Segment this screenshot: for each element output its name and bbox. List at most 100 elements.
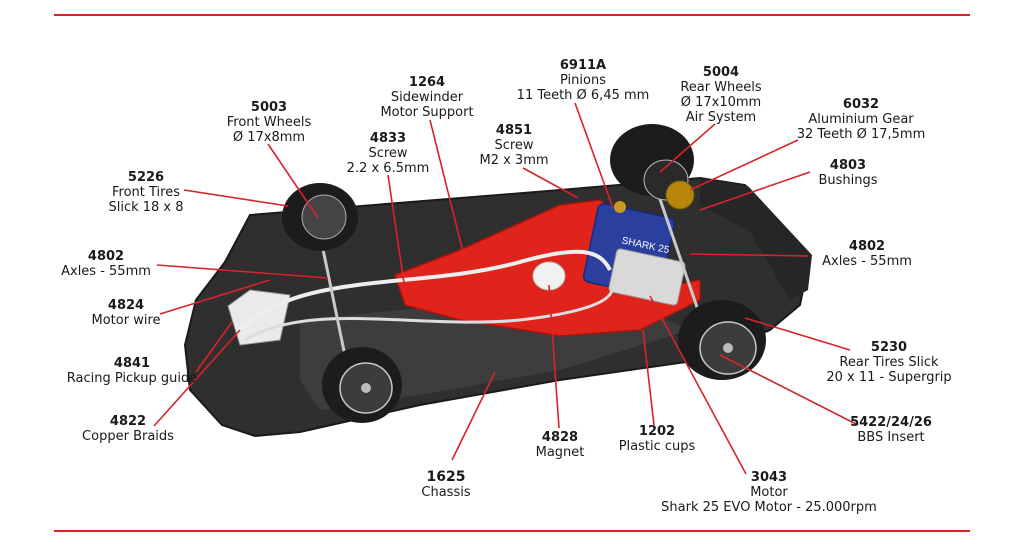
pinion-shape: [614, 201, 626, 213]
part-label-4802-rear: 4802 Axles - 55mm: [822, 239, 912, 269]
part-code: 4828: [541, 430, 579, 445]
leader-1625: [451, 371, 496, 461]
guide-flag: [227, 289, 291, 346]
leader-4824: [159, 279, 271, 315]
part-desc: Axles - 55mm: [822, 254, 912, 269]
part-desc: BBS Insert: [857, 430, 925, 445]
crown-gear-shape: [665, 180, 695, 210]
part-desc: 32 Teeth Ø 17,5mm: [796, 127, 926, 142]
part-code: 4841: [113, 356, 151, 371]
part-code: 6032: [842, 97, 880, 112]
leader-5230: [744, 317, 851, 351]
part-label-1625: 1625 Chassis: [421, 469, 471, 501]
part-label-6032: 6032 Aluminium Gear 32 Teeth Ø 17,5mm: [797, 97, 926, 142]
part-code: 1202: [638, 424, 676, 439]
part-desc: Racing Pickup guide: [66, 371, 198, 386]
part-code: 4851: [495, 123, 533, 138]
part-code: 5226: [127, 170, 165, 185]
part-code: 5230: [870, 340, 908, 355]
part-label-5422-24-26: 5422/24/26 BBS Insert: [850, 415, 932, 445]
part-desc: Screw: [368, 146, 408, 161]
leader-6911A: [574, 102, 614, 209]
part-desc: Ø 17x8mm: [232, 130, 306, 145]
part-desc: Rear Wheels: [680, 80, 762, 95]
part-code: 4802: [848, 239, 886, 254]
part-desc: Front Tires: [112, 185, 180, 200]
part-label-5003: 5003 Front Wheels Ø 17x8mm: [227, 100, 312, 145]
part-label-5004: 5004 Rear Wheels Ø 17x10mm Air System: [680, 65, 761, 125]
part-label-4833: 4833 Screw 2.2 x 6.5mm: [347, 131, 430, 176]
rear-right-wheel: [678, 300, 766, 380]
part-label-5226: 5226 Front Tires Slick 18 x 8: [108, 170, 183, 215]
part-label-1202: 1202 Plastic cups: [619, 424, 696, 454]
leader-lines: [153, 102, 859, 475]
part-desc: Rear Tires Slick: [839, 355, 939, 370]
part-label-4828: 4828 Magnet: [536, 430, 585, 460]
part-desc: Copper Braids: [82, 429, 174, 444]
part-desc: Pinions: [560, 73, 606, 88]
part-code: 4803: [829, 158, 867, 173]
part-label-4851: 4851 Screw M2 x 3mm: [479, 123, 548, 168]
rear-wing: [700, 178, 812, 300]
leader-5422: [719, 354, 859, 426]
part-label-4824: 4824 Motor wire: [92, 298, 161, 328]
part-label-4803: 4803 Bushings: [818, 158, 877, 188]
part-code: 4833: [369, 131, 407, 146]
part-label-1264: 1264 Sidewinder Motor Support: [380, 75, 473, 120]
part-desc: Front Wheels: [226, 115, 312, 130]
part-desc: Axles - 55mm: [61, 264, 151, 279]
part-label-4822: 4822 Copper Braids: [82, 414, 174, 444]
motor-endbell: [608, 248, 686, 306]
part-desc: 2.2 x 6.5mm: [346, 161, 430, 176]
part-code: 4822: [109, 414, 147, 429]
leader-4828: [548, 284, 560, 429]
part-code: 5422/24/26: [850, 415, 932, 430]
part-desc: Plastic cups: [618, 439, 696, 454]
front-left-wheel: [282, 183, 358, 251]
part-desc: 11 Teeth Ø 6,45 mm: [516, 88, 650, 103]
chassis-illustration: SHARK 25: [183, 124, 812, 438]
motor-wire-shape: [238, 249, 612, 332]
part-desc: Motor: [750, 485, 788, 500]
part-desc: Motor Support: [380, 105, 474, 120]
part-code: 3043: [750, 470, 788, 485]
leader-5003: [267, 143, 319, 219]
part-code: 5004: [702, 65, 740, 80]
part-code: 1264: [408, 75, 446, 90]
part-desc: Sidewinder: [390, 90, 464, 105]
leader-4802-front: [156, 264, 329, 279]
part-desc: Motor wire: [91, 313, 161, 328]
part-desc: Screw: [494, 138, 534, 153]
part-code: 6911A: [559, 58, 607, 73]
leader-4833: [387, 174, 405, 284]
part-desc: Aluminium Gear: [808, 112, 914, 127]
leader-4803: [699, 171, 811, 211]
leader-1264: [429, 119, 468, 269]
part-label-4802-front: 4802 Axles - 55mm: [61, 249, 151, 279]
part-desc: Chassis: [421, 485, 471, 500]
part-desc: M2 x 3mm: [479, 153, 549, 168]
part-code: 1625: [426, 469, 466, 485]
part-code: 5003: [250, 100, 288, 115]
part-desc: Ø 17x10mm: [680, 95, 762, 110]
part-desc: Magnet: [535, 445, 585, 460]
leader-3043: [649, 295, 747, 475]
part-label-6911A: 6911A Pinions 11 Teeth Ø 6,45 mm: [517, 58, 650, 103]
leader-6032: [689, 139, 799, 191]
part-desc: 20 x 11 - Supergrip: [826, 370, 952, 385]
part-label-5230: 5230 Rear Tires Slick 20 x 11 - Supergri…: [826, 340, 951, 385]
leader-5004: [659, 123, 716, 173]
part-desc: Shark 25 EVO Motor - 25.000rpm: [661, 500, 877, 515]
part-desc: Bushings: [818, 173, 878, 188]
leader-5226: [183, 189, 289, 207]
leader-4841: [195, 321, 233, 373]
part-label-3043: 3043 Motor Shark 25 EVO Motor - 25.000rp…: [661, 470, 877, 515]
top-divider: [54, 14, 970, 16]
leader-1202: [642, 329, 655, 426]
part-desc: Air System: [685, 110, 757, 125]
leader-4802-rear: [689, 253, 809, 257]
motor-wire-shape-2: [244, 289, 614, 342]
part-desc: Slick 18 x 8: [108, 200, 184, 215]
front-right-wheel: [322, 347, 402, 423]
